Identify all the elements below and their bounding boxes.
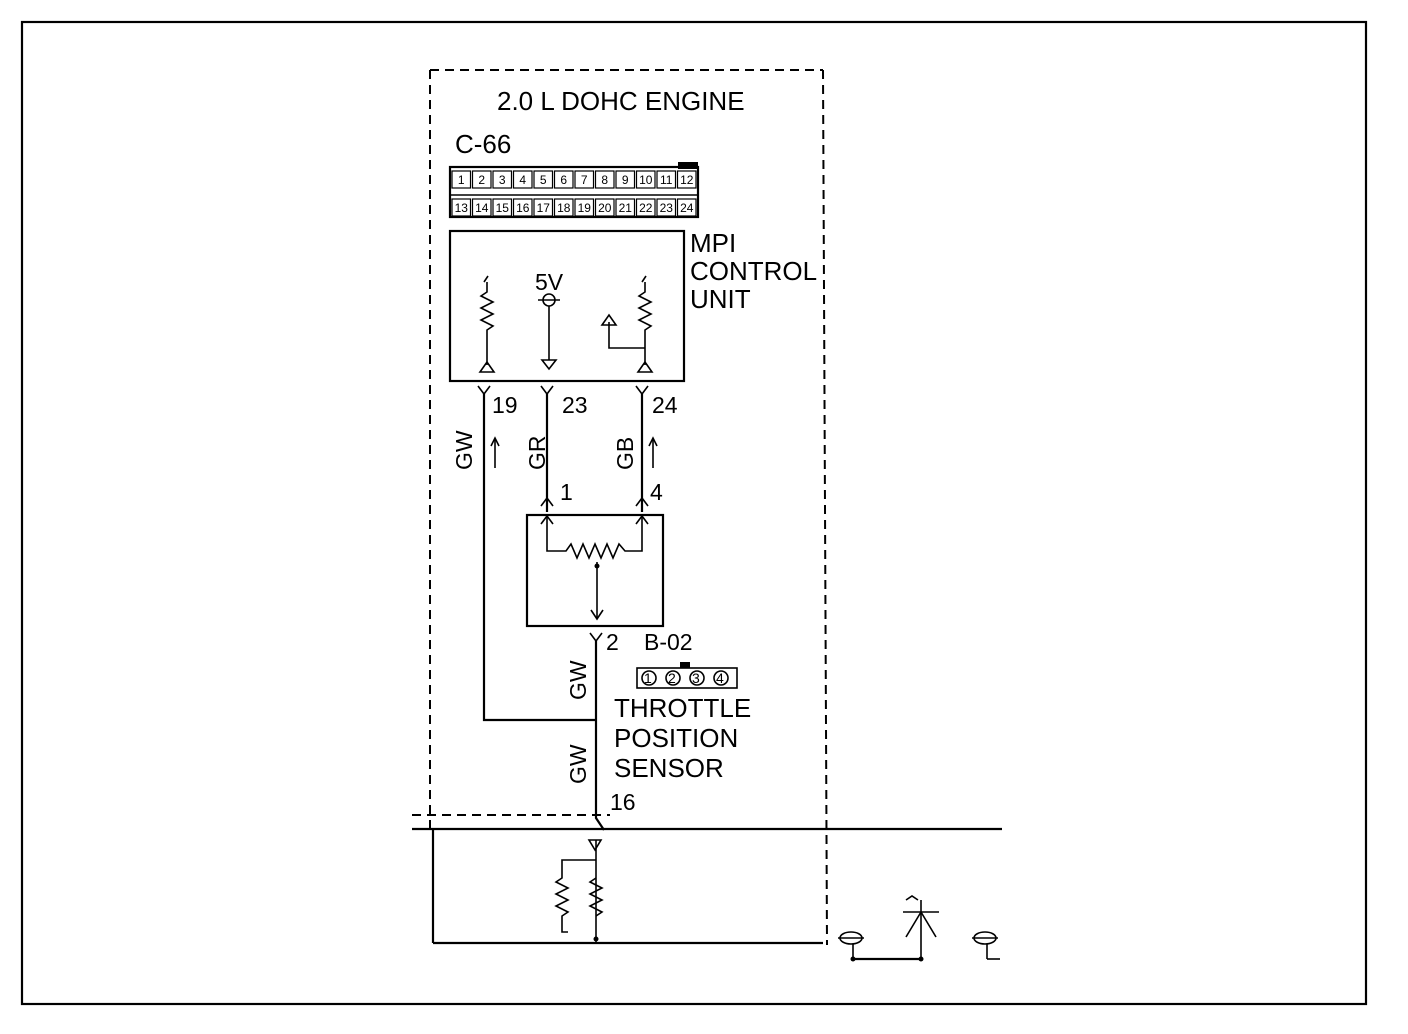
- wire-color-19: GW: [451, 430, 477, 470]
- connector-cell: [635, 198, 656, 217]
- connector-cell: [553, 170, 574, 189]
- sensor-name-line-1: THROTTLE: [614, 693, 751, 723]
- connector-pin-number: 9: [622, 173, 629, 187]
- connector-cell: [594, 198, 615, 217]
- connector-pin-number: 17: [537, 201, 551, 215]
- connector-pin-number: 13: [455, 201, 469, 215]
- ecu-box: [448, 229, 686, 383]
- sensor-name-line-2: POSITION: [614, 723, 738, 753]
- wire-color-23: GR: [524, 436, 550, 471]
- connector-pin-number: 4: [519, 173, 526, 187]
- engine-label: 2.0 L DOHC ENGINE: [497, 86, 745, 116]
- connector-pin-number: 10: [639, 173, 653, 187]
- connector-pin-number: 16: [516, 201, 530, 215]
- connector-cell: [471, 170, 492, 189]
- wire-color-2a: GW: [565, 660, 591, 700]
- sensor-conn-pin-3: 3: [692, 670, 700, 686]
- connector-cell: [553, 198, 574, 217]
- engine-boundary: [412, 69, 828, 946]
- sensor-connector-id: B-02: [644, 629, 693, 655]
- tps-potentiometer: [540, 514, 649, 621]
- wire-gw-19: [482, 394, 596, 722]
- connector-pin-number: 14: [475, 201, 489, 215]
- connector-pin-number: 1: [458, 173, 465, 187]
- connector-pin-number: 6: [560, 173, 567, 187]
- connector-pin-number: 21: [619, 201, 633, 215]
- connector-pin-number: 15: [496, 201, 510, 215]
- wire-color-2b: GW: [565, 744, 591, 784]
- sensor-name-line-3: SENSOR: [614, 753, 724, 783]
- connector-cell: [533, 198, 554, 217]
- connector-cell: [533, 170, 554, 189]
- connector-cell: [594, 170, 615, 189]
- supply-label: 5V: [535, 269, 564, 295]
- connector-cell: [656, 198, 677, 217]
- ecu-resistor-19: [478, 275, 496, 373]
- ecu-pin-19: 19: [492, 392, 518, 418]
- connector-pin-number: 2: [478, 173, 485, 187]
- sensor-conn-pin-4: 4: [716, 670, 724, 686]
- ecu-5v-supply: 5V: [535, 269, 564, 371]
- wire-gw-2: [589, 632, 605, 831]
- connector-pin-number: 24: [680, 201, 694, 215]
- connector-cell: [512, 198, 533, 217]
- connector-cell: [676, 198, 697, 217]
- connector-pin-number: 7: [581, 173, 588, 187]
- connector-pin-number: 22: [639, 201, 653, 215]
- connector-pin-number: 19: [578, 201, 592, 215]
- sensor-conn-pin-2: 2: [668, 670, 676, 686]
- connector-cell: [635, 170, 656, 189]
- connector-pin-number: 12: [680, 173, 694, 187]
- ecu-connector-id: C-66: [455, 129, 511, 159]
- ecu-pin-23: 23: [562, 392, 588, 418]
- connector-pin-number: 18: [557, 201, 571, 215]
- connector-pin-number: 23: [660, 201, 674, 215]
- connector-cell: [574, 170, 595, 189]
- connector-outline: [448, 165, 700, 219]
- sensor-pin-1: 1: [560, 479, 573, 505]
- connector-cell: [471, 198, 492, 217]
- connector-key: [678, 162, 698, 169]
- connector-pin-number: 11: [660, 173, 673, 187]
- wire-gr-23: [540, 394, 554, 512]
- sensor-conn-pin-1: 1: [644, 670, 652, 686]
- connector-pin-number: 8: [601, 173, 608, 187]
- connector-cell: [451, 198, 472, 217]
- wire-gb-24: [635, 394, 658, 512]
- ecu-resistor-24: [600, 275, 654, 373]
- connector-pin-number: 3: [499, 173, 506, 187]
- sensor-connector-icon: 1 2 3 4: [636, 662, 738, 689]
- lower-ground-network: [431, 829, 823, 945]
- connector-cell: [615, 198, 636, 217]
- connector-cell: [492, 198, 513, 217]
- sensor-pin-2: 2: [606, 629, 619, 655]
- connector-cell: [676, 170, 697, 189]
- wire-color-24: GB: [612, 437, 638, 470]
- connector-cell: [574, 198, 595, 217]
- connector-cell: [451, 170, 472, 189]
- ground-symbols: [838, 895, 1000, 962]
- junction-pin: 16: [610, 789, 636, 815]
- connector-cell: [615, 170, 636, 189]
- ecu-name-line-2: CONTROL: [690, 256, 817, 286]
- sensor-pin-4: 4: [650, 479, 663, 505]
- ecu-name-line-3: UNIT: [690, 284, 751, 314]
- ecu-name-line-1: MPI: [690, 228, 736, 258]
- connector-cell: [492, 170, 513, 189]
- page-frame: [20, 20, 1368, 1006]
- ecu-pin-24: 24: [652, 392, 678, 418]
- connector-pin-number: 5: [540, 173, 547, 187]
- tps-box: [525, 513, 665, 628]
- connector-cell: [512, 170, 533, 189]
- connector-cell: [656, 170, 677, 189]
- connector-pin-number: 20: [598, 201, 612, 215]
